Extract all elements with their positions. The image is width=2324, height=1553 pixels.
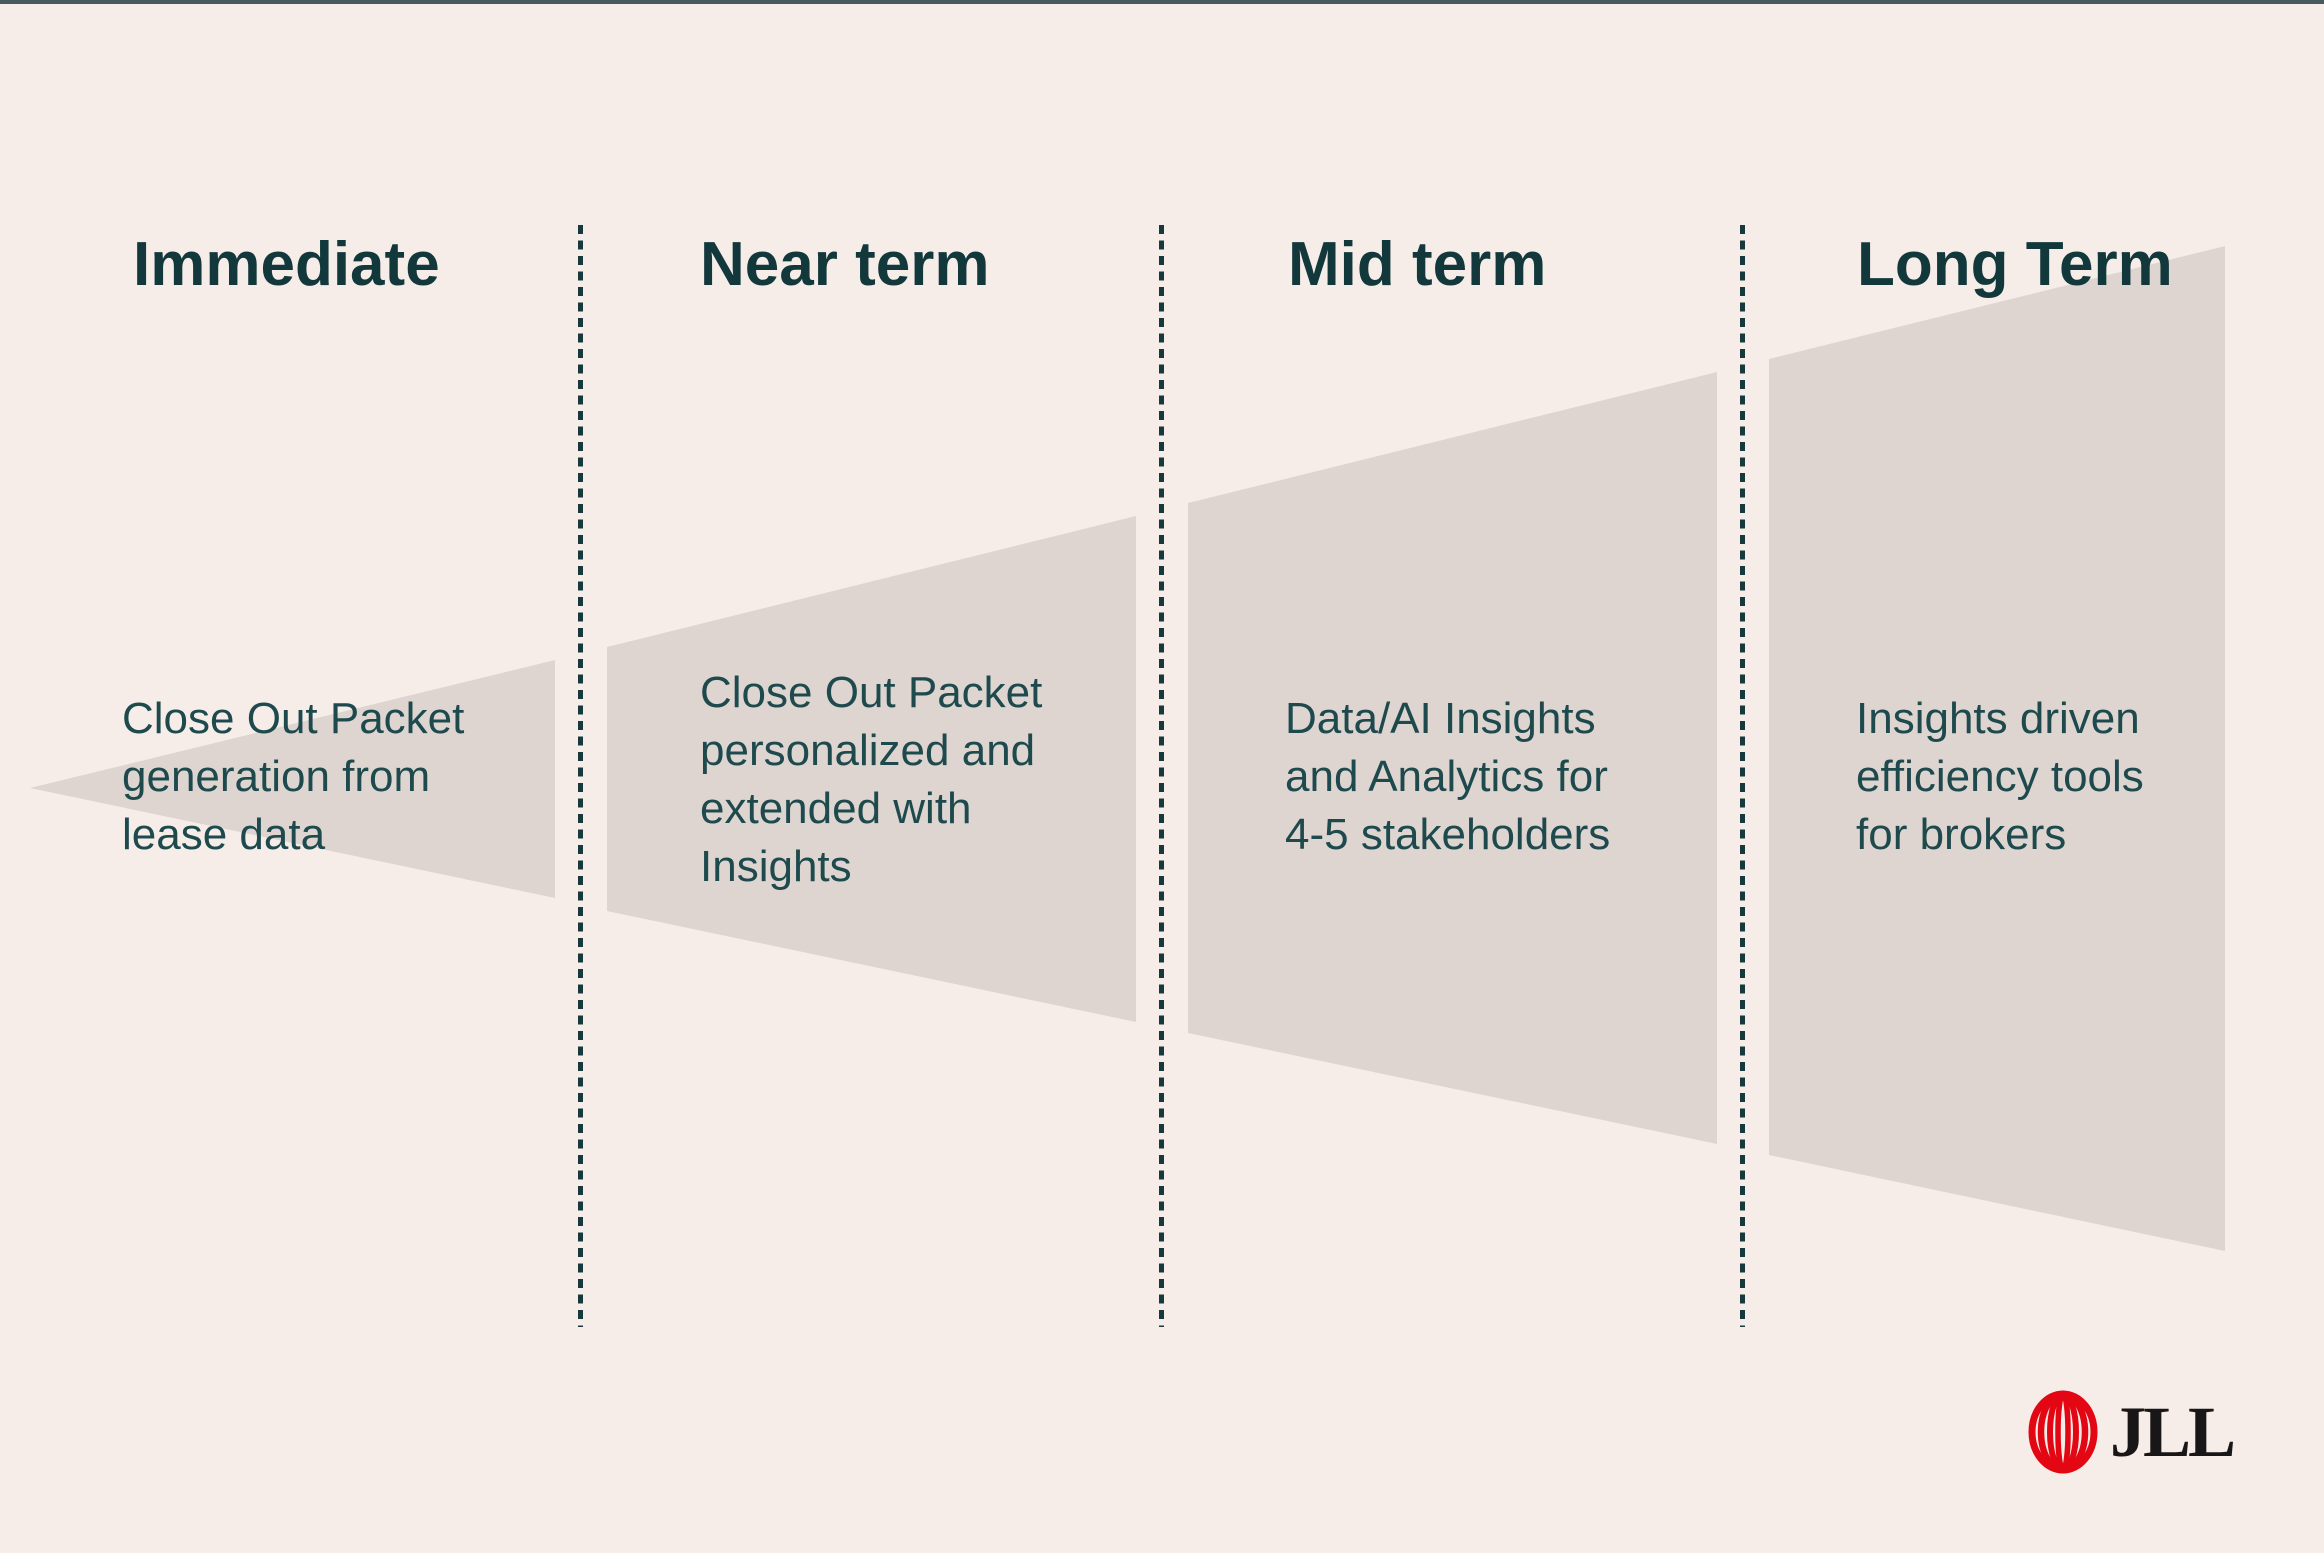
funnel-segment-long-term xyxy=(1769,246,2225,1251)
description-line: and Analytics for xyxy=(1285,752,1608,801)
description-line: extended with xyxy=(700,784,972,833)
column-divider-1 xyxy=(578,225,583,1327)
column-divider-3 xyxy=(1740,225,1745,1327)
description-line: 4-5 stakeholders xyxy=(1285,810,1611,859)
description-line: Data/AI Insights xyxy=(1285,694,1596,743)
description-line: lease data xyxy=(122,810,326,859)
column-title-mid-term: Mid term xyxy=(1288,230,1547,299)
column-title-long-term: Long Term xyxy=(1857,230,2173,299)
top-accent-bar xyxy=(0,0,2324,4)
description-line: Close Out Packet xyxy=(700,668,1043,717)
column-description-near-term: Close Out Packet personalized and extend… xyxy=(700,664,1042,896)
column-divider-2 xyxy=(1159,225,1164,1327)
jll-logo: JLL xyxy=(2028,1390,2236,1474)
jll-wordmark: JLL xyxy=(2110,1392,2236,1472)
column-title-immediate: Immediate xyxy=(133,230,440,299)
funnel-segment-mid-term xyxy=(1188,372,1717,1144)
column-description-long-term: Insights driven efficiency tools for bro… xyxy=(1856,690,2144,864)
column-title-near-term: Near term xyxy=(700,230,990,299)
funnel-segment-near-term xyxy=(607,516,1136,1022)
column-description-immediate: Close Out Packet generation from lease d… xyxy=(122,690,464,864)
jll-globe-icon xyxy=(2028,1390,2098,1474)
description-line: for brokers xyxy=(1856,810,2067,859)
description-line: generation from xyxy=(122,752,431,801)
description-line: Insights xyxy=(700,842,852,891)
description-line: efficiency tools xyxy=(1856,752,2144,801)
funnel-segment-immediate xyxy=(30,660,555,898)
description-line: personalized and xyxy=(700,726,1036,775)
column-description-mid-term: Data/AI Insights and Analytics for 4-5 s… xyxy=(1285,690,1610,864)
description-line: Insights driven xyxy=(1856,694,2140,743)
description-line: Close Out Packet xyxy=(122,694,465,743)
